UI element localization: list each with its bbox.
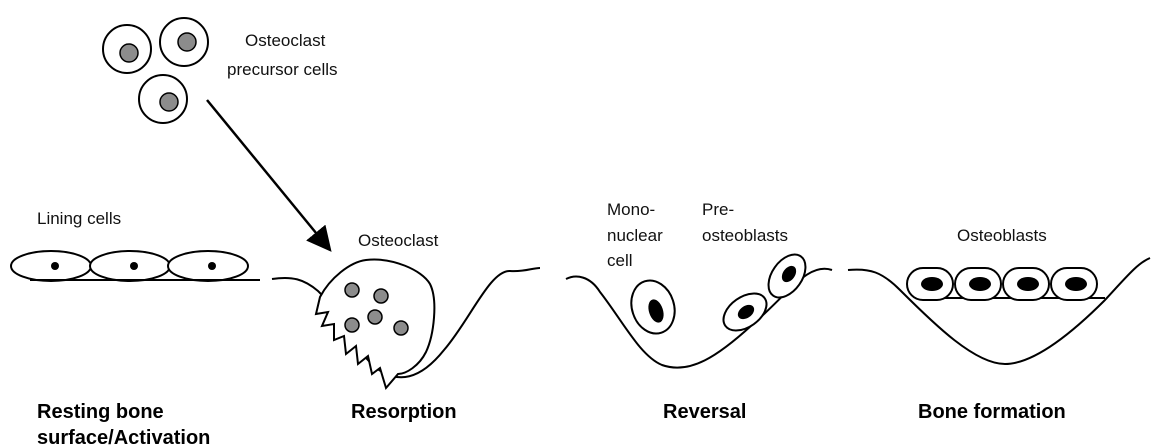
stage-formation-title: Bone formation <box>918 401 1066 423</box>
precursor-cells <box>103 18 208 123</box>
preosteoblasts-label-line1: Pre- <box>702 200 734 219</box>
mononuclear-label: Mono- nuclear cell <box>607 200 668 270</box>
precursor-cell <box>160 18 208 66</box>
stage-resting-line1: Resting bone <box>37 401 164 423</box>
osteoblasts <box>907 268 1097 300</box>
lining-cell <box>90 251 170 281</box>
precursor-label-line2: precursor cells <box>227 60 338 79</box>
osteoblasts-label: Osteoblasts <box>957 226 1047 245</box>
bone-surface-formation <box>848 258 1150 364</box>
migration-arrow <box>207 100 330 250</box>
osteoclast-label: Osteoclast <box>358 231 439 250</box>
stage-resorption-title: Resorption <box>351 401 457 423</box>
mononuclear-label-line2: nuclear <box>607 226 663 245</box>
precursor-cell <box>103 25 151 73</box>
lining-cell <box>168 251 248 281</box>
mononuclear-label-line3: cell <box>607 251 633 270</box>
stage-resting-line2: surface/Activation <box>37 427 210 448</box>
precursor-label-line1: Osteoclast <box>245 31 326 50</box>
precursor-label: Osteoclast precursor cells <box>227 31 338 79</box>
precursor-cell <box>139 75 187 123</box>
lining-cells-label: Lining cells <box>37 209 121 228</box>
mononuclear-label-line1: Mono- <box>607 200 655 219</box>
mononuclear-cell <box>625 275 682 339</box>
preosteoblasts-label: Pre- osteoblasts <box>702 200 788 245</box>
osteoblast-cell <box>907 268 953 300</box>
lining-cells <box>11 251 248 281</box>
osteoblast-cell <box>955 268 1001 300</box>
lining-cell <box>11 251 91 281</box>
stage-reversal-title: Reversal <box>663 401 746 423</box>
osteoblast-cell <box>1051 268 1097 300</box>
stage-resting-title: Resting bone surface/Activation <box>37 401 210 448</box>
osteoblast-cell <box>1003 268 1049 300</box>
preosteoblasts-label-line2: osteoblasts <box>702 226 788 245</box>
